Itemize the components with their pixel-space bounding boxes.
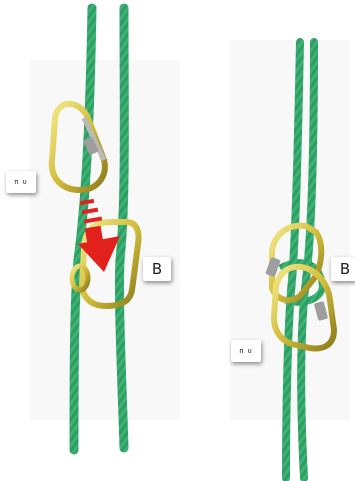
label-tag-left-small: ᴨ ᴜ [6, 171, 36, 193]
rope-icon [119, 8, 124, 448]
label-tag-right-small: ᴨ ᴜ [231, 340, 261, 362]
label-tag-left-big: B [143, 257, 171, 281]
label-tag-right-big: B [331, 257, 355, 281]
